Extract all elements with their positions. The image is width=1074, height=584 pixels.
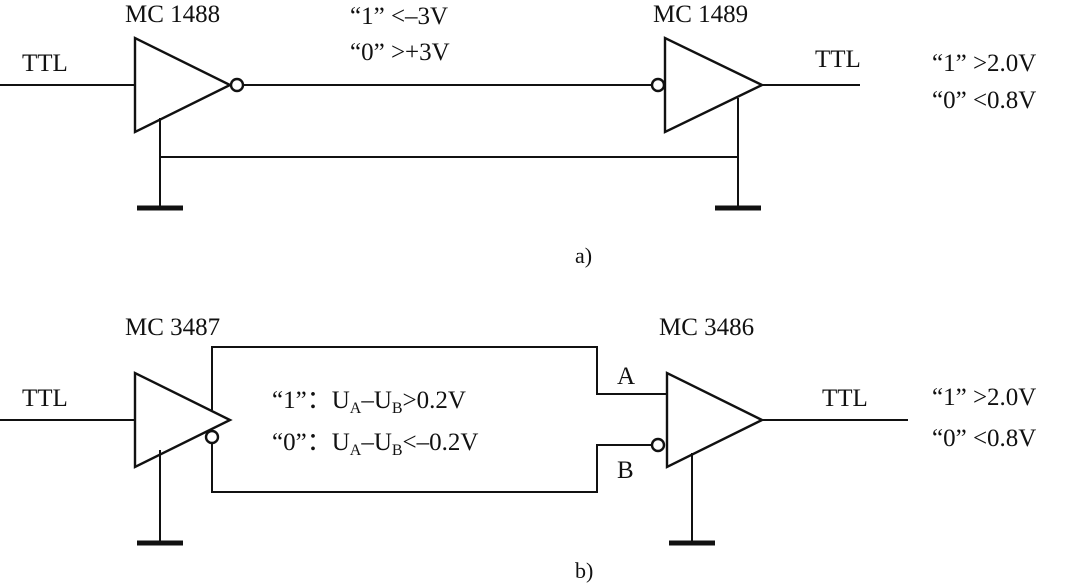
b-driver-inverter-bubble — [204, 429, 220, 445]
b-zero-sub-a: A — [350, 442, 362, 459]
a-out-one-level: “1” >2.0V — [932, 50, 1036, 77]
a-line-zero-level: “0” >+3V — [350, 39, 450, 66]
a-ttl-out-label: TTL — [815, 46, 861, 73]
b-pin-b-label: B — [617, 457, 634, 484]
diagram-a: MC 1488 MC 1489 TTL TTL “1” <–3V “0” >+3… — [0, 1, 1036, 268]
b-out-zero-level: “0” <0.8V — [932, 425, 1036, 452]
b-receiver-label: MC 3486 — [659, 314, 754, 341]
b-one-condition: “1”：UA–UB>0.2V — [272, 387, 466, 417]
a-out-zero-level: “0” <0.8V — [932, 87, 1036, 114]
b-zero-dash: –U — [360, 429, 392, 456]
b-zero-sub-b: B — [392, 442, 403, 459]
b-zero-prefix: “0”：U — [272, 429, 350, 456]
a-driver-label: MC 1488 — [125, 1, 220, 28]
diagram-b: MC 3487 MC 3486 TTL TTL A B “1”：UA–UB>0.… — [0, 314, 1036, 583]
b-driver-label: MC 3487 — [125, 314, 220, 341]
b-one-dash: –U — [360, 387, 392, 414]
b-zero-condition: “0”：UA–UB<–0.2V — [272, 429, 478, 459]
b-out-one-level: “1” >2.0V — [932, 384, 1036, 411]
b-wire-a — [211, 346, 667, 410]
a-caption: a) — [575, 243, 592, 268]
a-ttl-in-label: TTL — [22, 50, 68, 77]
b-caption: b) — [575, 558, 593, 583]
b-one-value: >0.2V — [403, 387, 466, 414]
b-ttl-in-label: TTL — [22, 385, 68, 412]
a-line-one-level: “1” <–3V — [350, 3, 448, 30]
a-driver-gate — [133, 36, 233, 134]
b-receiver-inverter-bubble — [650, 437, 666, 453]
b-one-sub-a: A — [350, 400, 362, 417]
b-one-prefix: “1”：U — [272, 387, 350, 414]
b-ttl-out-label: TTL — [822, 385, 868, 412]
b-wire-b — [211, 443, 652, 493]
a-receiver-label: MC 1489 — [653, 1, 748, 28]
a-receiver-inverter-bubble — [650, 77, 666, 93]
b-pin-a-label: A — [617, 363, 635, 390]
b-receiver-gate — [665, 371, 765, 469]
a-receiver-gate — [663, 36, 765, 134]
b-driver-gate — [133, 371, 233, 469]
b-one-sub-b: B — [392, 400, 403, 417]
b-zero-value: <–0.2V — [403, 429, 479, 456]
a-driver-inverter-bubble — [229, 77, 245, 93]
